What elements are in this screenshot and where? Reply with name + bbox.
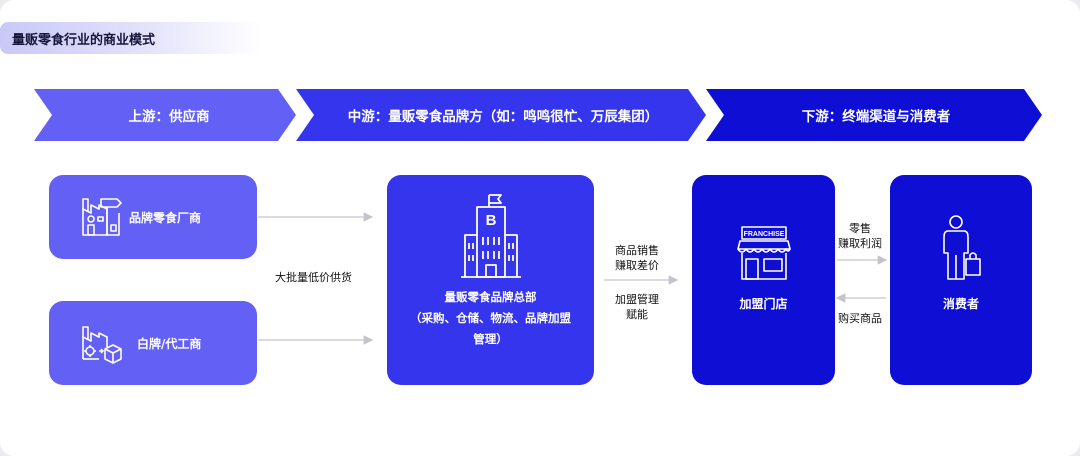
- stage-midstream: 中游：量贩零食品牌方（如：鸣鸣很忙、万辰集团）: [296, 89, 706, 141]
- brand-hq-label-line1: 量贩零食品牌总部: [444, 290, 537, 304]
- note-manage-line2: 赋能: [626, 308, 648, 321]
- note-buy: 购买商品: [838, 312, 882, 325]
- stage-upstream: 上游：供应商: [34, 89, 296, 141]
- note-bulk-supply: 大批量低价供货: [275, 271, 352, 284]
- supplier-oem-card: 白牌/代工商: [49, 301, 257, 385]
- building-b-icon: B: [461, 194, 521, 278]
- supplier-brand-card: 品牌零食厂商: [49, 175, 257, 259]
- note-retail: 零售 赚取利润: [838, 221, 882, 251]
- brand-hq-label-line3: 管理）: [473, 332, 508, 346]
- stage-downstream-label: 下游：终端渠道与消费者: [801, 109, 951, 125]
- note-retail-line1: 零售: [849, 222, 871, 235]
- consumer-card: 消费者: [890, 175, 1032, 385]
- supplier-oem-label: 白牌/代工商: [137, 337, 202, 351]
- brand-hq-label-line2: （采购、仓储、物流、品牌加盟: [410, 311, 571, 325]
- brand-hq-card: B 量贩零食品牌总部 （采购、仓储、物流、品牌加盟 管理）: [387, 175, 594, 385]
- franchise-store-label: 加盟门店: [739, 297, 788, 311]
- stage-upstream-label: 上游：供应商: [128, 109, 210, 125]
- franchise-store-card: FRANCHISE 加盟门店: [692, 175, 835, 385]
- factory-oem-icon: [82, 326, 122, 364]
- storefront-sign: FRANCHISE: [744, 231, 785, 238]
- supplier-brand-label: 品牌零食厂商: [129, 211, 202, 225]
- building-letter: B: [486, 212, 497, 229]
- note-sales-line2: 赚取差价: [615, 259, 659, 272]
- title-banner: 量贩零食行业的商业模式: [0, 22, 262, 54]
- brand-hq-label: 量贩零食品牌总部 （采购、仓储、物流、品牌加盟 管理）: [387, 287, 594, 350]
- factory-brand-icon: [82, 198, 122, 236]
- storefront-icon: FRANCHISE: [737, 226, 791, 280]
- note-manage-line1: 加盟管理: [615, 293, 659, 306]
- note-manage: 加盟管理 赋能: [615, 292, 659, 322]
- stage-midstream-label: 中游：量贩零食品牌方（如：鸣鸣很忙、万辰集团）: [347, 109, 659, 125]
- note-sales-line1: 商品销售: [615, 244, 659, 257]
- note-sales: 商品销售 赚取差价: [615, 243, 659, 273]
- diagram-title: 量贩零食行业的商业模式: [12, 33, 156, 48]
- note-retail-line2: 赚取利润: [838, 237, 882, 250]
- stage-downstream: 下游：终端渠道与消费者: [706, 89, 1042, 141]
- person-shopping-icon: [943, 215, 981, 280]
- consumer-label: 消费者: [942, 297, 979, 311]
